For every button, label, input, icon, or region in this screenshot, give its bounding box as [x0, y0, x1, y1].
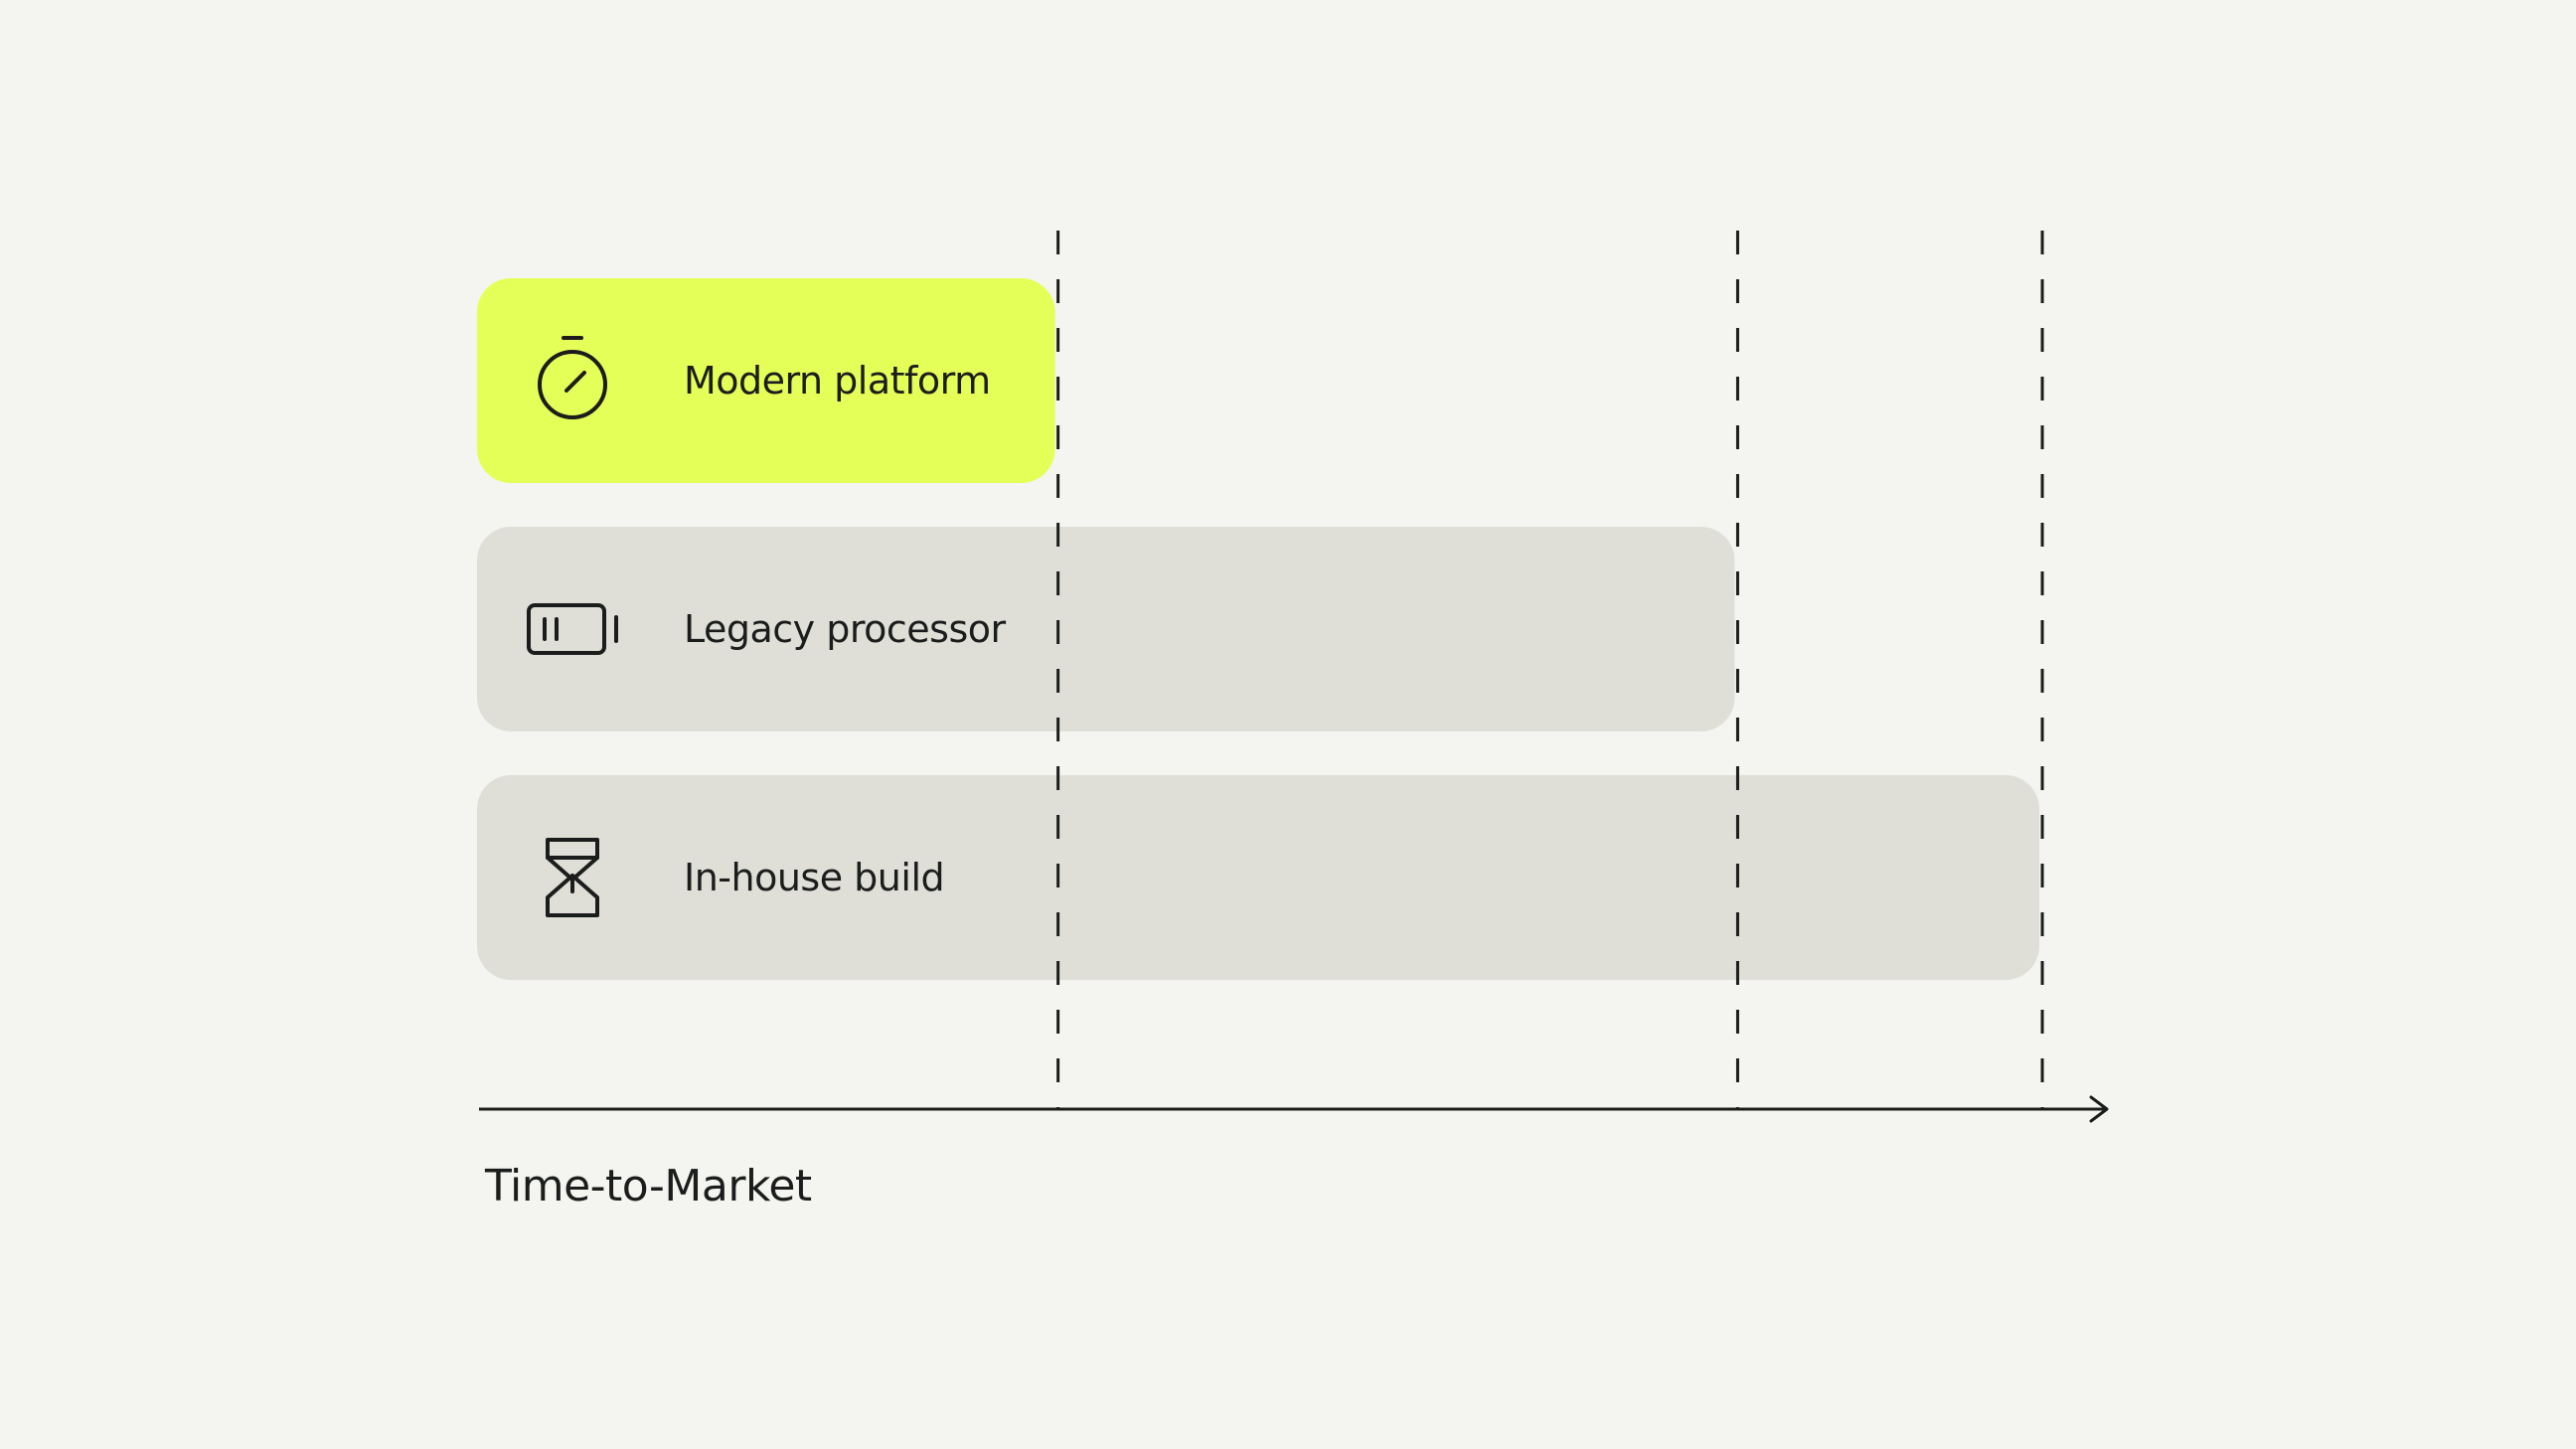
battery-low-icon: [527, 603, 618, 655]
x-axis-arrow-icon: [2089, 1095, 2109, 1123]
bar-label-legacy-processor: Legacy processor: [684, 607, 1007, 651]
stopwatch-icon: [538, 336, 607, 419]
reference-lines-layer: [1056, 231, 2044, 1109]
bar-group-legacy-processor: Legacy processor: [477, 527, 1735, 731]
bar-group-modern-platform: Modern platform: [477, 278, 1055, 483]
hourglass-icon: [546, 838, 599, 917]
bar-modern-platform: [477, 278, 1055, 483]
bar-legacy-processor: [477, 527, 1735, 731]
bar-label-in-house-build: In-house build: [684, 856, 944, 899]
x-axis: Time-to-Market: [479, 1095, 2109, 1211]
bar-label-modern-platform: Modern platform: [684, 359, 991, 402]
bar-group-in-house-build: In-house build: [477, 775, 2039, 980]
bar-in-house-build: [477, 775, 2039, 980]
x-axis-label: Time-to-Market: [484, 1161, 812, 1211]
